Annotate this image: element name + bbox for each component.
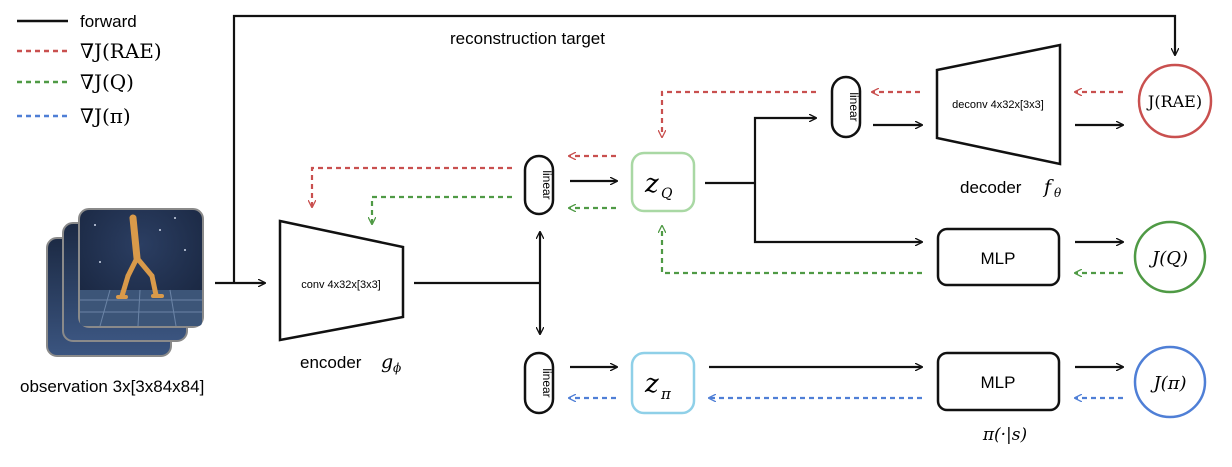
reconstruction-target-label: reconstruction target bbox=[450, 29, 605, 48]
z-q-box bbox=[630, 151, 696, 213]
j-q-node bbox=[1133, 220, 1207, 294]
legend-forward-label: forward bbox=[80, 12, 137, 31]
encoder-symbol: g bbox=[381, 351, 393, 373]
legend-q-label: ∇J(Q) bbox=[80, 70, 134, 94]
mlp-q-label: MLP bbox=[981, 249, 1016, 268]
observation-frames: observation 3x[3x84x84] bbox=[20, 208, 204, 396]
legend-pi-label: ∇J(π) bbox=[80, 104, 131, 128]
j-rae-node bbox=[1137, 63, 1213, 139]
observation-label: observation 3x[3x84x84] bbox=[20, 377, 204, 396]
z-pi-symbol: z bbox=[644, 369, 659, 399]
policy-label: π(·|s) bbox=[982, 425, 1027, 445]
zq-to-linear-dec-arrow bbox=[753, 118, 816, 183]
linear-q-label: linear bbox=[540, 170, 554, 199]
decoder-label: decoder bbox=[960, 178, 1022, 197]
encoder: conv 4x32x[3x3] encoder g ϕ bbox=[278, 219, 405, 375]
decoder-box-label: deconv 4x32x[3x3] bbox=[952, 99, 1044, 111]
walker-robot-frames-icon bbox=[46, 208, 204, 357]
zq-to-mlp-q-arrow bbox=[753, 183, 922, 242]
j-rae-label: J(RAE) bbox=[1146, 92, 1202, 111]
linear-dec-label: linear bbox=[847, 92, 861, 121]
linear-dec-box bbox=[830, 75, 862, 139]
encoder-box-label: conv 4x32x[3x3] bbox=[301, 279, 381, 291]
j-pi-label: J(π) bbox=[1149, 373, 1186, 394]
j-pi-node bbox=[1133, 345, 1207, 419]
encoder-label: encoder bbox=[300, 353, 362, 372]
linear-pi-label: linear bbox=[540, 368, 554, 397]
legend-rae-label: ∇J(RAE) bbox=[80, 39, 162, 63]
encoder-symbol-sub: ϕ bbox=[393, 361, 401, 375]
linear-q-box bbox=[523, 154, 555, 216]
decoder-trapezoid bbox=[935, 43, 1062, 166]
decoder-symbol-sub: θ bbox=[1054, 186, 1062, 200]
mlp-pi-label: MLP bbox=[981, 373, 1016, 392]
decoder: deconv 4x32x[3x3] decoder f θ bbox=[935, 43, 1062, 200]
z-q-symbol: z bbox=[644, 169, 659, 199]
encoder-trapezoid bbox=[278, 219, 405, 342]
rae-grad-to-zq-arrow bbox=[662, 90, 816, 137]
linear-pi-box bbox=[523, 351, 555, 415]
legend: forward ∇J(RAE) ∇J(Q) ∇J(π) bbox=[17, 12, 162, 128]
j-q-label: J(Q) bbox=[1148, 248, 1188, 269]
z-pi-sub: π bbox=[660, 385, 672, 403]
z-q-sub: Q bbox=[661, 186, 673, 202]
reconstruction-target-arrow bbox=[232, 14, 1175, 283]
mlp-pi-box bbox=[936, 351, 1061, 412]
z-pi-box bbox=[630, 351, 696, 415]
q-grad-to-zq-arrow bbox=[662, 226, 922, 275]
q-grad-to-encoder-arrow bbox=[372, 195, 512, 224]
decoder-symbol: f bbox=[1042, 176, 1054, 198]
rae-grad-to-encoder-arrow bbox=[312, 166, 512, 207]
mlp-q-box bbox=[936, 227, 1061, 287]
